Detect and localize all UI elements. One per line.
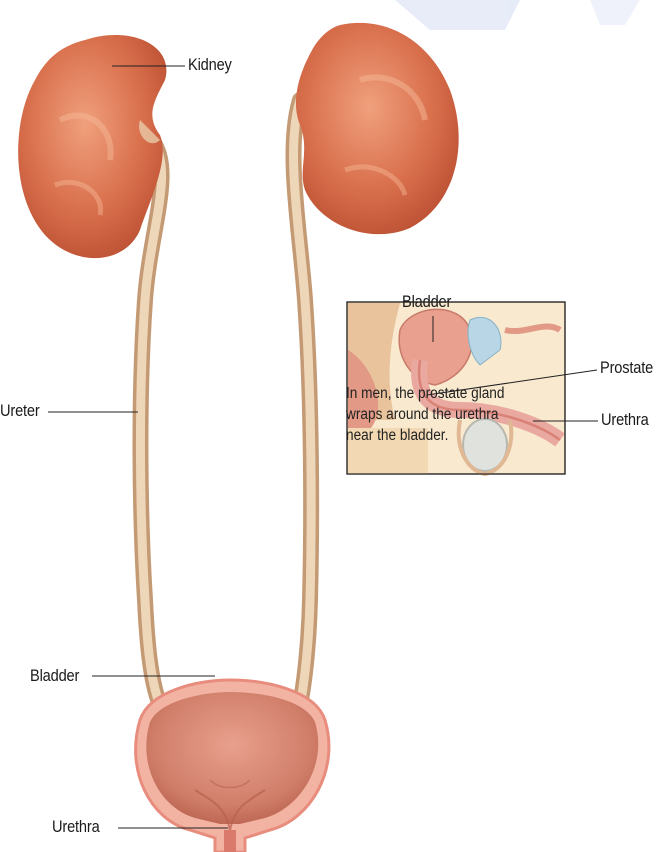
label-inset-bladder: Bladder [402, 292, 451, 312]
watermark-shapes [395, 0, 640, 30]
caption-line-2: wraps around the urethra [346, 404, 522, 425]
caption-line-1: In men, the prostate gland [346, 383, 522, 404]
label-bladder: Bladder [30, 666, 79, 686]
label-prostate: Prostate [600, 358, 653, 378]
left-kidney [18, 35, 166, 258]
right-kidney [296, 23, 459, 234]
bladder [136, 680, 329, 852]
label-ureter: Ureter [0, 401, 40, 421]
label-kidney: Kidney [188, 55, 232, 75]
label-inset-urethra: Urethra [601, 410, 649, 430]
label-urethra: Urethra [52, 817, 100, 837]
caption-line-3: near the bladder. [346, 425, 522, 446]
inset-caption: In men, the prostate gland wraps around … [346, 383, 522, 446]
